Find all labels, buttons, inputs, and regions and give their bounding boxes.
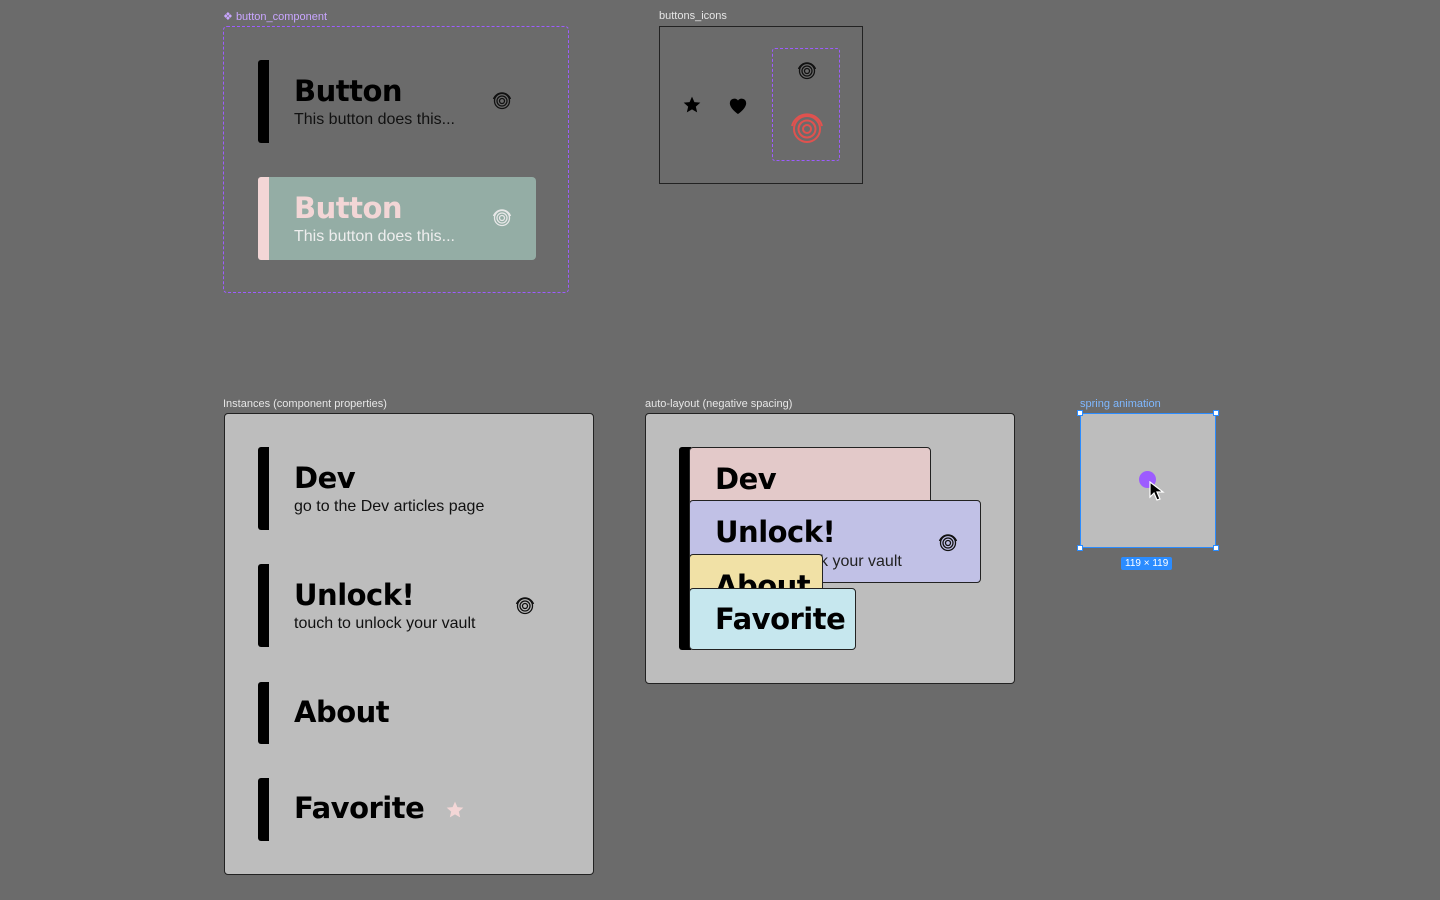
button-accent-bar xyxy=(258,60,269,143)
button-default-variant[interactable]: Button This button does this... xyxy=(258,60,536,143)
button-accent-bar xyxy=(258,177,269,260)
component-label[interactable]: ❖ button_component xyxy=(223,11,328,23)
button-component-frame[interactable] xyxy=(223,26,569,293)
button-subtitle: go to the Dev articles page xyxy=(294,498,485,515)
fingerprint-icon xyxy=(938,534,958,552)
button-accent-bar xyxy=(258,682,269,744)
fingerprint-icon xyxy=(492,209,512,227)
spring-frame-label[interactable]: spring animation xyxy=(1080,398,1161,410)
stack-accent-bar xyxy=(679,447,691,650)
star-icon xyxy=(446,801,464,818)
fingerprint-active-icon[interactable] xyxy=(788,110,826,148)
icons-frame[interactable] xyxy=(659,26,863,184)
button-title: Button xyxy=(294,191,403,225)
card-subtitle: k your vault xyxy=(820,553,902,570)
button-subtitle: This button does this... xyxy=(294,111,455,128)
button-accent-bar xyxy=(258,564,269,647)
instances-panel[interactable] xyxy=(224,413,594,875)
button-title: About xyxy=(294,695,390,729)
spring-animation-frame[interactable] xyxy=(1080,413,1216,548)
button-title: Button xyxy=(294,74,403,108)
cursor-icon xyxy=(1149,481,1165,501)
size-badge: 119 × 119 xyxy=(1121,557,1173,570)
resize-handle[interactable] xyxy=(1077,410,1083,416)
button-accent-bar xyxy=(258,778,269,841)
fingerprint-icon xyxy=(515,597,535,615)
button-hover-variant[interactable]: Button This button does this... xyxy=(258,177,536,260)
resize-handle[interactable] xyxy=(1077,545,1083,551)
resize-handle[interactable] xyxy=(1213,545,1219,551)
about-button[interactable]: About xyxy=(258,682,558,744)
heart-icon[interactable] xyxy=(727,95,749,115)
dev-button[interactable]: Dev go to the Dev articles page xyxy=(258,447,558,530)
unlock-button[interactable]: Unlock! touch to unlock your vault xyxy=(258,564,558,647)
fingerprint-icon xyxy=(492,92,512,110)
instances-frame-label[interactable]: Instances (component properties) xyxy=(223,398,387,410)
fingerprint-icon[interactable] xyxy=(796,60,818,82)
auto-layout-frame-label[interactable]: auto-layout (negative spacing) xyxy=(645,398,793,410)
button-accent-bar xyxy=(258,447,269,530)
button-title: Dev xyxy=(294,461,356,495)
card-title: Unlock! xyxy=(715,515,836,549)
button-subtitle: touch to unlock your vault xyxy=(294,615,476,632)
component-icon: ❖ xyxy=(223,11,233,23)
card-title: Favorite xyxy=(715,602,846,636)
card-title: Dev xyxy=(715,462,777,496)
button-title: Favorite xyxy=(294,791,425,825)
icons-frame-label[interactable]: buttons_icons xyxy=(659,10,727,22)
star-icon[interactable] xyxy=(682,95,702,115)
fingerprint-variants-frame[interactable] xyxy=(772,48,840,161)
resize-handle[interactable] xyxy=(1213,410,1219,416)
favorite-card[interactable]: Favorite xyxy=(689,588,856,650)
favorite-button[interactable]: Favorite xyxy=(258,778,558,841)
button-subtitle: This button does this... xyxy=(294,228,455,245)
button-title: Unlock! xyxy=(294,578,415,612)
